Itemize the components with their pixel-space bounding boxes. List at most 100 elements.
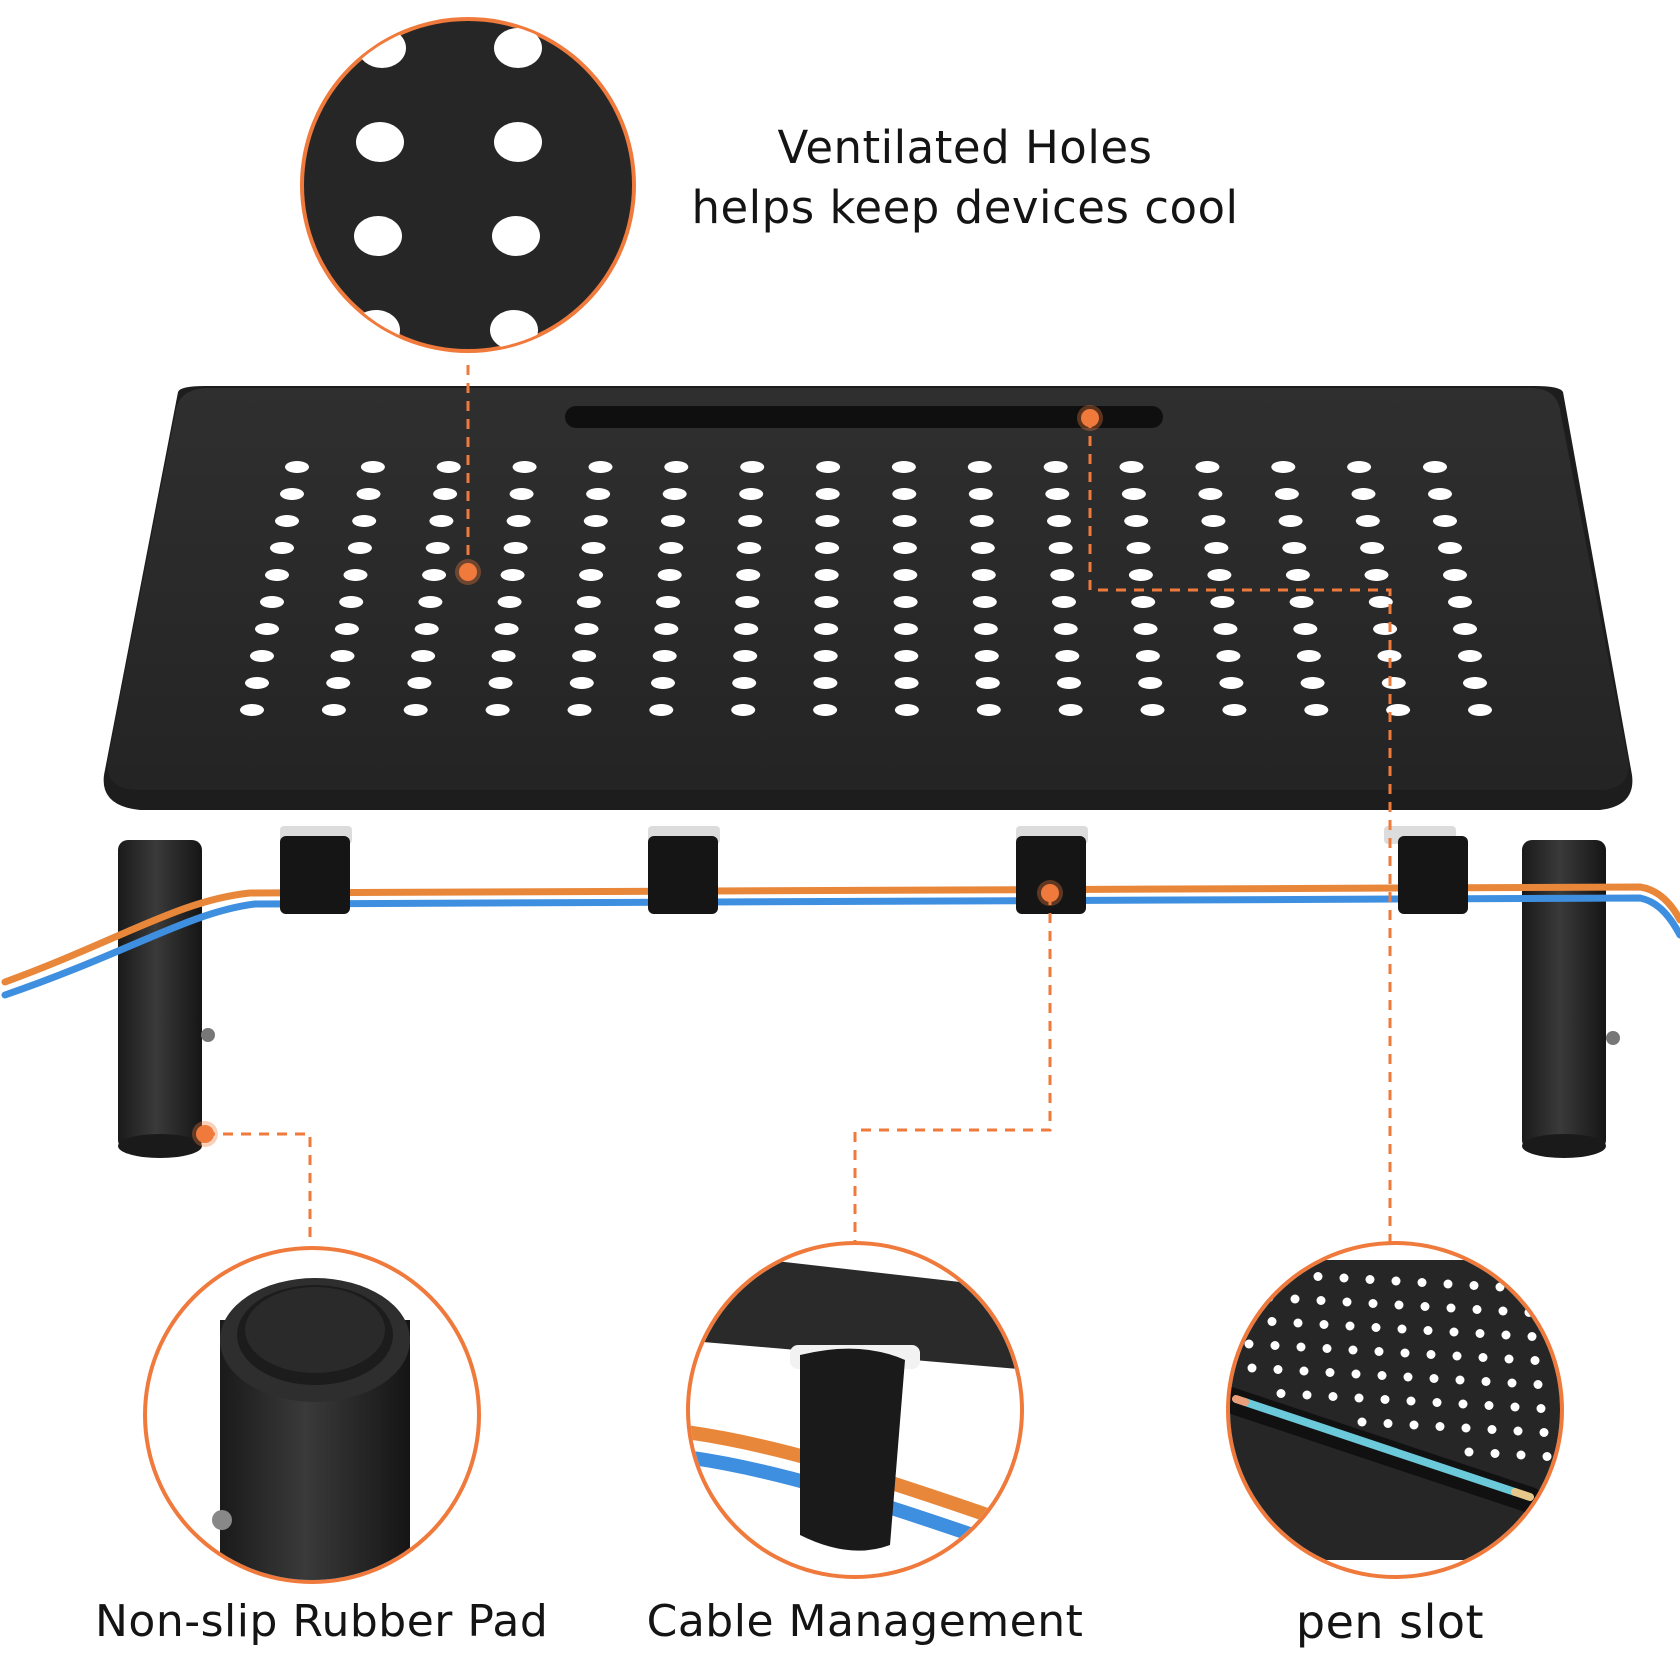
vent-hole bbox=[1487, 1425, 1497, 1434]
rubber-pad-zoom-circle bbox=[143, 1246, 481, 1584]
vent-hole bbox=[652, 650, 677, 662]
vent-hole bbox=[1409, 1420, 1419, 1430]
vent-hole bbox=[731, 704, 756, 716]
vent-hole bbox=[588, 461, 613, 473]
vent-hole bbox=[488, 677, 513, 689]
vent-hole bbox=[1048, 542, 1073, 554]
cable-straps bbox=[280, 836, 1468, 914]
vent-hole bbox=[815, 542, 840, 554]
vent-hole bbox=[1124, 515, 1149, 527]
vent-hole bbox=[1530, 1356, 1540, 1365]
vent-hole bbox=[1394, 1300, 1404, 1310]
vent-hole bbox=[1455, 1375, 1465, 1385]
vent-hole bbox=[734, 623, 759, 635]
vent-hole bbox=[1448, 596, 1472, 608]
vent-hole bbox=[967, 461, 992, 473]
vent-hole bbox=[1195, 461, 1220, 473]
vent-hole bbox=[1513, 1426, 1523, 1436]
vent-hole bbox=[583, 515, 608, 527]
vent-hole bbox=[894, 704, 919, 716]
vent-hole bbox=[425, 542, 450, 554]
vent-hole bbox=[1527, 1332, 1537, 1341]
vent-hole bbox=[971, 569, 996, 581]
vent-hole bbox=[1377, 1371, 1387, 1380]
vent-hole bbox=[738, 515, 763, 527]
vent-hole bbox=[1452, 1351, 1462, 1361]
vent-hole bbox=[1210, 596, 1235, 608]
vent-hole bbox=[1368, 1299, 1378, 1308]
vent-hole bbox=[1536, 1404, 1546, 1413]
vent-hole bbox=[662, 488, 687, 500]
vent-hole bbox=[255, 623, 279, 635]
vent-hole bbox=[1339, 1273, 1349, 1283]
vent-hole bbox=[1274, 488, 1299, 500]
vent-hole bbox=[1510, 1402, 1520, 1412]
vent-hole bbox=[1131, 596, 1156, 608]
vent-hole bbox=[339, 596, 364, 608]
stand-top-plate bbox=[103, 386, 1633, 810]
vent-hole bbox=[815, 515, 840, 527]
vent-hole bbox=[1267, 1317, 1277, 1326]
vent-hole bbox=[976, 704, 1001, 716]
leader-lines bbox=[205, 365, 1392, 1245]
vent-hole bbox=[975, 677, 1000, 689]
vent-hole bbox=[1216, 650, 1241, 662]
vent-hole bbox=[892, 488, 917, 500]
vent-hole bbox=[1138, 677, 1163, 689]
vent-hole bbox=[664, 461, 689, 473]
vent-hole bbox=[1461, 1423, 1471, 1433]
vent-hole bbox=[1289, 596, 1314, 608]
vent-hole bbox=[649, 704, 674, 716]
vent-hole bbox=[1052, 596, 1076, 608]
vent-hole bbox=[892, 515, 917, 527]
vent-hole bbox=[567, 704, 592, 716]
vent-hole bbox=[814, 569, 839, 581]
vent-hole bbox=[347, 542, 372, 554]
vent-hole bbox=[1484, 1401, 1494, 1410]
vent-hole bbox=[1285, 569, 1310, 581]
vent-hole bbox=[1047, 515, 1071, 527]
vent-hole bbox=[1417, 1278, 1427, 1287]
vent-hole bbox=[656, 596, 680, 608]
vent-hole bbox=[1316, 1296, 1326, 1305]
vent-hole bbox=[1539, 1428, 1549, 1437]
vent-hole bbox=[503, 542, 528, 554]
vent-hole bbox=[1380, 1395, 1390, 1404]
vent-hole bbox=[1391, 1276, 1401, 1286]
vent-hole bbox=[581, 542, 606, 554]
vent-hole bbox=[1383, 1419, 1393, 1428]
vent-hole bbox=[1322, 1344, 1332, 1353]
vent-hole bbox=[1449, 1327, 1459, 1337]
vent-hole bbox=[1290, 1294, 1300, 1304]
vent-hole bbox=[1244, 1339, 1254, 1349]
cable-clips bbox=[280, 826, 1456, 844]
vent-hole bbox=[892, 542, 917, 554]
vent-hole bbox=[1345, 1321, 1355, 1331]
vent-hole bbox=[1446, 1303, 1456, 1313]
vent-hole bbox=[422, 569, 447, 581]
ventilation-zoom-circle bbox=[300, 17, 636, 353]
vent-hole bbox=[1423, 1326, 1433, 1335]
vent-hole bbox=[1364, 569, 1389, 581]
cable-management-zoom-circle bbox=[686, 1241, 1024, 1579]
vent-hole bbox=[326, 677, 351, 689]
vent-hole bbox=[661, 515, 685, 527]
vent-hole bbox=[485, 704, 510, 716]
vent-hole bbox=[569, 677, 594, 689]
vent-hole bbox=[1521, 1284, 1531, 1293]
vent-hole bbox=[1428, 488, 1452, 500]
vent-hole bbox=[1475, 1329, 1485, 1338]
vent-hole bbox=[973, 623, 998, 635]
vent-hole bbox=[1198, 488, 1223, 500]
vent-hole bbox=[500, 569, 525, 581]
vent-hole bbox=[1463, 677, 1487, 689]
vent-hole bbox=[659, 542, 684, 554]
vent-hole bbox=[509, 488, 534, 500]
vent-hole bbox=[407, 677, 432, 689]
vent-hole bbox=[403, 704, 428, 716]
vent-hole bbox=[1464, 1447, 1474, 1457]
vent-hole bbox=[285, 461, 309, 473]
vent-hole bbox=[1121, 488, 1146, 500]
vent-hole bbox=[1293, 1318, 1303, 1328]
